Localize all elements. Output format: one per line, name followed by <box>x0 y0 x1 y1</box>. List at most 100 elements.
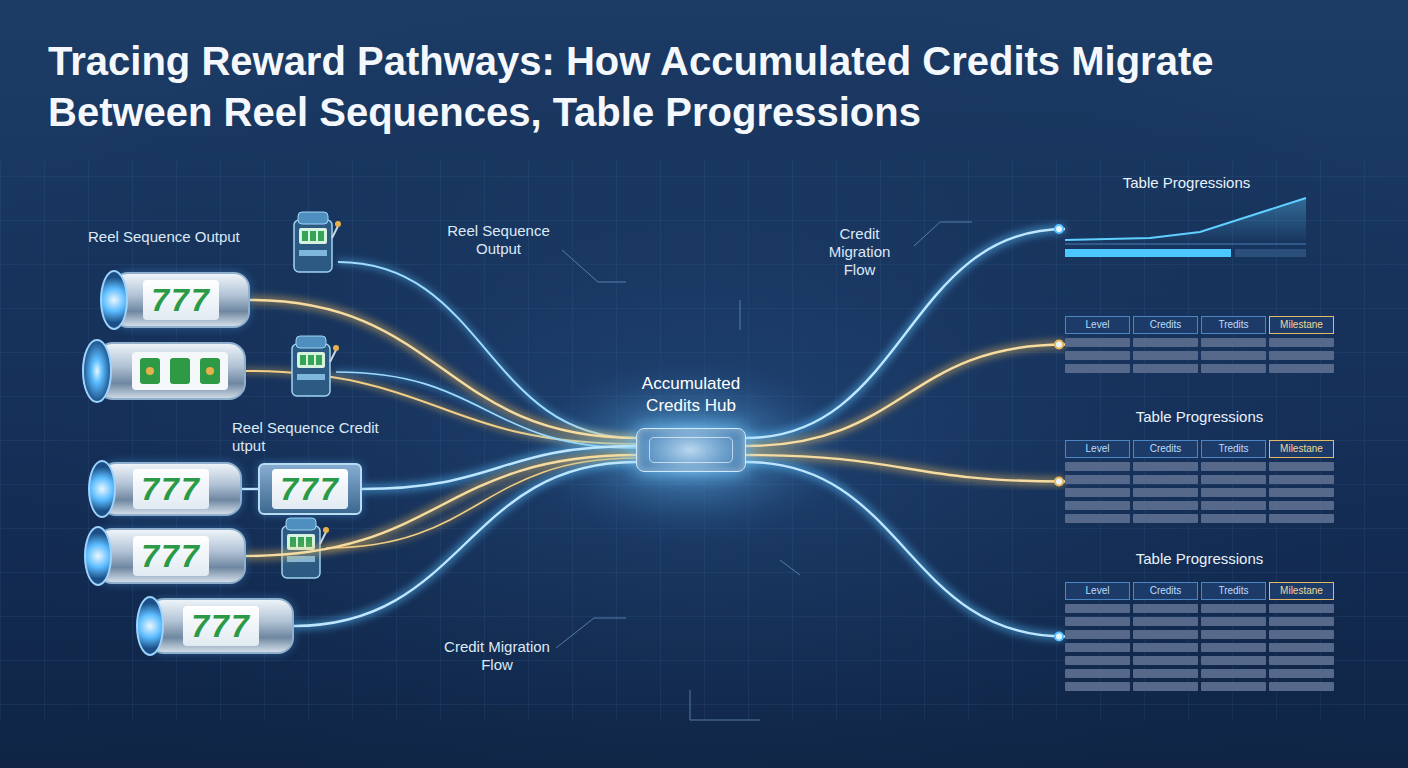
connector-glow <box>250 300 636 438</box>
table-header-row: LevelCreditsTreditsMilestane <box>1065 440 1334 458</box>
table-row <box>1065 338 1334 347</box>
credit-flow-connector <box>242 488 258 490</box>
table-row <box>1065 351 1334 360</box>
table-cell-bar <box>1133 604 1198 613</box>
reel-cap <box>88 460 116 518</box>
reel-symbols: 777 <box>143 280 218 320</box>
machine-top <box>296 336 326 348</box>
credit-flow-connector <box>746 462 1065 637</box>
table-cell-bar <box>1133 514 1198 523</box>
progress-bar <box>1065 249 1231 257</box>
machine-knob <box>323 527 329 533</box>
table-cell-bar <box>1269 604 1334 613</box>
progress-table: Table ProgressionsLevelCreditsTreditsMil… <box>1065 582 1334 691</box>
reel-symbols: 777 <box>272 469 347 509</box>
chart-axis <box>1065 244 1306 245</box>
table-cell-bar <box>1133 488 1198 497</box>
hub-inner-frame <box>649 437 733 463</box>
progress-chart <box>1065 198 1306 257</box>
leader-line <box>690 690 760 720</box>
table-cell-bar <box>1269 351 1334 360</box>
table-row <box>1065 617 1334 626</box>
table-cell-bar <box>1065 364 1130 373</box>
table-cell-bar <box>1133 617 1198 626</box>
machine-symbol <box>298 537 304 547</box>
table-cell-bar <box>1201 351 1266 360</box>
table-cell-bar <box>1201 604 1266 613</box>
table-body <box>1065 462 1334 523</box>
progress-chart-panel: Table Progressions <box>1065 196 1308 262</box>
reel-body <box>97 343 245 399</box>
reel-symbols: 777 <box>133 469 208 509</box>
reel-cap <box>83 340 111 402</box>
machine-symbol <box>290 537 296 547</box>
reel-window-box: 777 <box>258 463 362 515</box>
table-heading: Table Progressions <box>1136 550 1264 568</box>
table-row <box>1065 475 1334 484</box>
machine-top <box>298 212 328 224</box>
credit-flow-connector <box>362 446 636 489</box>
connector-glow <box>746 462 1065 637</box>
table-cell-bar <box>1065 351 1130 360</box>
flow-endpoint <box>1055 341 1063 349</box>
heading-block: Table Progressions <box>1136 550 1264 568</box>
progress-track <box>1235 249 1306 257</box>
table-row <box>1065 604 1334 613</box>
slot-machine-icon <box>294 212 341 272</box>
table-header-cell: Credits <box>1133 582 1198 600</box>
table-row <box>1065 501 1334 510</box>
table-heading: Table Progressions <box>1123 174 1251 192</box>
table-header-cell: Milestane <box>1269 316 1334 334</box>
table-row <box>1065 656 1334 665</box>
reel-cylinder: 777 <box>112 272 250 328</box>
flow-label: Credit Migration Flow <box>442 638 552 674</box>
reel-symbol <box>170 358 190 384</box>
table-row <box>1065 364 1334 373</box>
flow-endpoint <box>1055 478 1063 486</box>
reel-cylinder: 777 <box>148 598 294 654</box>
machine-lever <box>332 226 338 238</box>
table-cell-bar <box>1201 501 1266 510</box>
machine-symbol <box>302 231 308 241</box>
table-header-cell: Credits <box>1133 316 1198 334</box>
table-row <box>1065 630 1334 639</box>
flow-endpoint <box>1055 633 1063 641</box>
table-cell-bar <box>1133 656 1198 665</box>
table-row <box>1065 669 1334 678</box>
machine-symbol <box>316 355 322 365</box>
reel-cap <box>84 526 112 586</box>
table-cell-bar <box>1133 462 1198 471</box>
table-cell-bar <box>1065 682 1130 691</box>
heading-block: Table Progressions <box>1123 174 1251 192</box>
table-cell-bar <box>1201 462 1266 471</box>
table-cell-bar <box>1269 643 1334 652</box>
reel-window <box>132 352 228 390</box>
table-cell-bar <box>1269 656 1334 665</box>
machine-top <box>286 518 316 530</box>
table-header-row: LevelCreditsTreditsMilestane <box>1065 316 1334 334</box>
page-title: Tracing Reward Pathways: How Accumulated… <box>48 36 1298 138</box>
heading-block: Table Progressions <box>1136 408 1264 426</box>
chart-line <box>1065 198 1306 240</box>
table-cell-bar <box>1133 475 1198 484</box>
leader-line <box>740 300 741 330</box>
table-cell-bar <box>1201 682 1266 691</box>
table-cell-bar <box>1065 514 1130 523</box>
leader-line <box>914 222 972 246</box>
hub-title: Accumulated Credits Hub <box>621 373 761 417</box>
table-cell-bar <box>1133 669 1198 678</box>
table-cell-bar <box>1269 617 1334 626</box>
table-cell-bar <box>1269 364 1334 373</box>
title-block: Tracing Reward Pathways: How Accumulated… <box>48 36 1298 138</box>
machine-symbol <box>306 537 312 547</box>
table-cell-bar <box>1065 656 1130 665</box>
table-body <box>1065 338 1334 373</box>
slot-machine-icon <box>292 336 339 396</box>
reel-cap <box>136 596 164 656</box>
reel-symbol <box>140 358 160 384</box>
reel-cylinder: 777 <box>96 528 246 584</box>
table-cell-bar <box>1133 643 1198 652</box>
reel-symbol <box>206 367 214 375</box>
